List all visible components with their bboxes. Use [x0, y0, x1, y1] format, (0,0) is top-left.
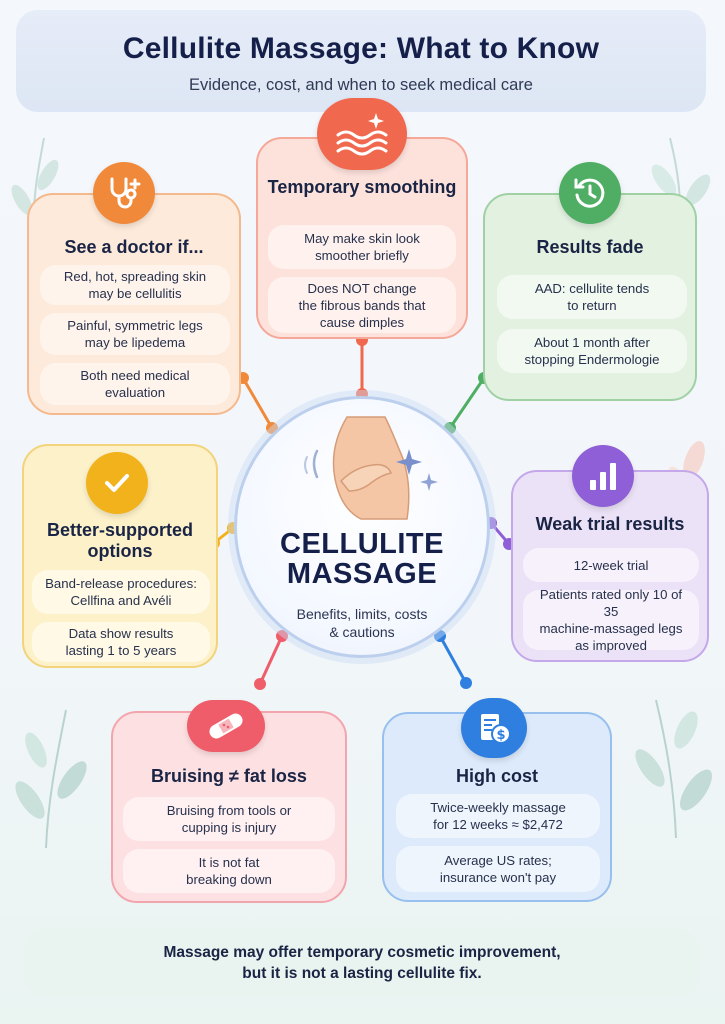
header-banner: Cellulite Massage: What to Know Evidence… [16, 10, 706, 112]
bandage-icon [187, 700, 265, 752]
list-item: Both need medical evaluation [40, 363, 230, 405]
card-results-fade: Results fade AAD: cellulite tends to ret… [483, 193, 697, 401]
list-item: Bruising from tools or cupping is injury [123, 797, 335, 841]
card-title: See a doctor if... [64, 237, 204, 257]
bar-chart-icon [572, 445, 634, 507]
card-temporary-smoothing: Temporary smoothing May make skin look s… [256, 137, 468, 339]
card-weak-trial-results: Weak trial results 12-week trial Patient… [511, 470, 709, 662]
list-item: 12-week trial [523, 548, 699, 582]
list-item: May make skin look smoother briefly [268, 225, 456, 269]
card-title: Better-supported options [46, 520, 193, 561]
card-title: Temporary smoothing [267, 177, 457, 197]
waves-sparkle-icon [317, 98, 407, 170]
card-title: High cost [455, 766, 538, 786]
history-clock-icon [559, 162, 621, 224]
list-item: AAD: cellulite tends to return [497, 275, 687, 319]
list-item: Does NOT change the fibrous bands that c… [268, 277, 456, 333]
center-title: CELLULITE MASSAGE [280, 528, 444, 590]
card-title: Bruising ≠ fat loss [151, 766, 307, 786]
card-title: Results fade [536, 237, 644, 257]
check-icon [86, 452, 148, 514]
footer-banner: Massage may offer temporary cosmetic imp… [24, 928, 700, 998]
list-item: Twice-weekly massage for 12 weeks ≈ $2,4… [396, 794, 600, 838]
list-item: About 1 month after stopping Endermologi… [497, 329, 687, 373]
page-title: Cellulite Massage: What to Know [122, 32, 600, 65]
card-title: Weak trial results [535, 514, 685, 534]
list-item: Band-release procedures: Cellfina and Av… [32, 570, 210, 614]
body-silhouette-icon [304, 416, 438, 520]
list-item: It is not fat breaking down [123, 849, 335, 893]
stethoscope-icon [93, 162, 155, 224]
leaf-decoration-icon [635, 699, 713, 839]
invoice-dollar-icon: $ [461, 698, 527, 758]
list-item: Average US rates; insurance won't pay [396, 846, 600, 892]
list-item: Data show results lasting 1 to 5 years [32, 622, 210, 662]
leaf-decoration-icon [15, 709, 87, 849]
page-subtitle: Evidence, cost, and when to seek medical… [189, 76, 533, 94]
center-subtitle: Benefits, limits, costs & cautions [296, 606, 428, 640]
list-item: Painful, symmetric legs may be lipedema [40, 313, 230, 355]
svg-text:$: $ [496, 728, 505, 743]
list-item: Red, hot, spreading skin may be cellulit… [40, 265, 230, 305]
center-topic-circle: CELLULITE MASSAGE Benefits, limits, cost… [234, 396, 490, 658]
card-see-a-doctor: See a doctor if... Red, hot, spreading s… [27, 193, 241, 415]
list-item: Patients rated only 10 of 35 machine-mas… [523, 587, 699, 653]
